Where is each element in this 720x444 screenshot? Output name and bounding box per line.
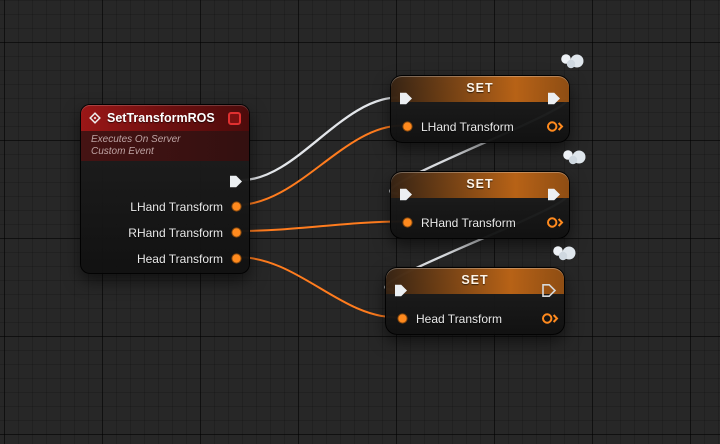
set-node-title: SET xyxy=(466,81,494,95)
set-pin-row: LHand Transform xyxy=(401,119,514,134)
set-node-lhand[interactable]: SET LHand Transform xyxy=(390,75,570,143)
set-node-title: SET xyxy=(466,177,494,191)
exec-out-pin-event[interactable] xyxy=(229,175,243,188)
set-node-title: SET xyxy=(461,273,489,287)
comment-bubble-icon[interactable] xyxy=(556,52,586,70)
comment-bubble-icon[interactable] xyxy=(548,244,578,262)
event-node-subtitle: Executes On Server Custom Event xyxy=(81,131,249,161)
subtitle-line-1: Executes On Server xyxy=(91,134,181,145)
set-pin-label: Head Transform xyxy=(416,311,503,326)
set-node-rhand[interactable]: SET RHand Transform xyxy=(390,171,570,239)
data-out-pin[interactable] xyxy=(546,120,564,133)
pin-label-rhand: RHand Transform xyxy=(128,225,223,240)
exec-out-pin[interactable] xyxy=(542,284,557,297)
data-in-pin[interactable] xyxy=(401,216,414,229)
delegate-pin[interactable] xyxy=(228,112,241,125)
event-pin-row-rhand: RHand Transform xyxy=(128,225,243,240)
pin-label-head: Head Transform xyxy=(136,251,223,266)
set-pin-label: RHand Transform xyxy=(421,215,516,230)
exec-in-pin[interactable] xyxy=(399,92,413,105)
exec-in-pin[interactable] xyxy=(394,284,408,297)
set-node-header[interactable] xyxy=(391,172,569,198)
subtitle-line-2: Custom Event xyxy=(91,146,154,157)
comment-bubble-icon[interactable] xyxy=(558,148,588,166)
set-pin-label: LHand Transform xyxy=(421,119,514,134)
data-out-pin-rhand[interactable] xyxy=(230,226,243,239)
data-out-pin-lhand[interactable] xyxy=(230,200,243,213)
set-pin-row: Head Transform xyxy=(396,311,503,326)
exec-wire-event-to-set1[interactable] xyxy=(241,96,399,182)
custom-event-node[interactable]: SetTransformROS Executes On Server Custo… xyxy=(80,104,250,274)
data-out-pin[interactable] xyxy=(546,216,564,229)
event-node-header[interactable]: SetTransformROS xyxy=(81,105,249,131)
event-pin-row-head: Head Transform xyxy=(136,251,243,266)
set-node-header[interactable] xyxy=(386,268,564,294)
event-pin-row-lhand: LHand Transform xyxy=(130,199,243,214)
data-wire-head[interactable] xyxy=(236,256,398,319)
set-node-head[interactable]: SET Head Transform xyxy=(385,267,565,335)
exec-out-pin[interactable] xyxy=(547,92,561,105)
set-node-header[interactable] xyxy=(391,76,569,102)
data-in-pin[interactable] xyxy=(396,312,409,325)
exec-out-pin[interactable] xyxy=(547,188,561,201)
data-out-pin-head[interactable] xyxy=(230,252,243,265)
set-pin-row: RHand Transform xyxy=(401,215,516,230)
data-wire-rhand[interactable] xyxy=(236,220,403,232)
data-out-pin[interactable] xyxy=(541,312,559,325)
custom-event-icon xyxy=(89,112,101,124)
pin-label-lhand: LHand Transform xyxy=(130,199,223,214)
event-node-title: SetTransformROS xyxy=(107,111,215,125)
data-wire-lhand[interactable] xyxy=(236,124,403,206)
exec-in-pin[interactable] xyxy=(399,188,413,201)
data-in-pin[interactable] xyxy=(401,120,414,133)
